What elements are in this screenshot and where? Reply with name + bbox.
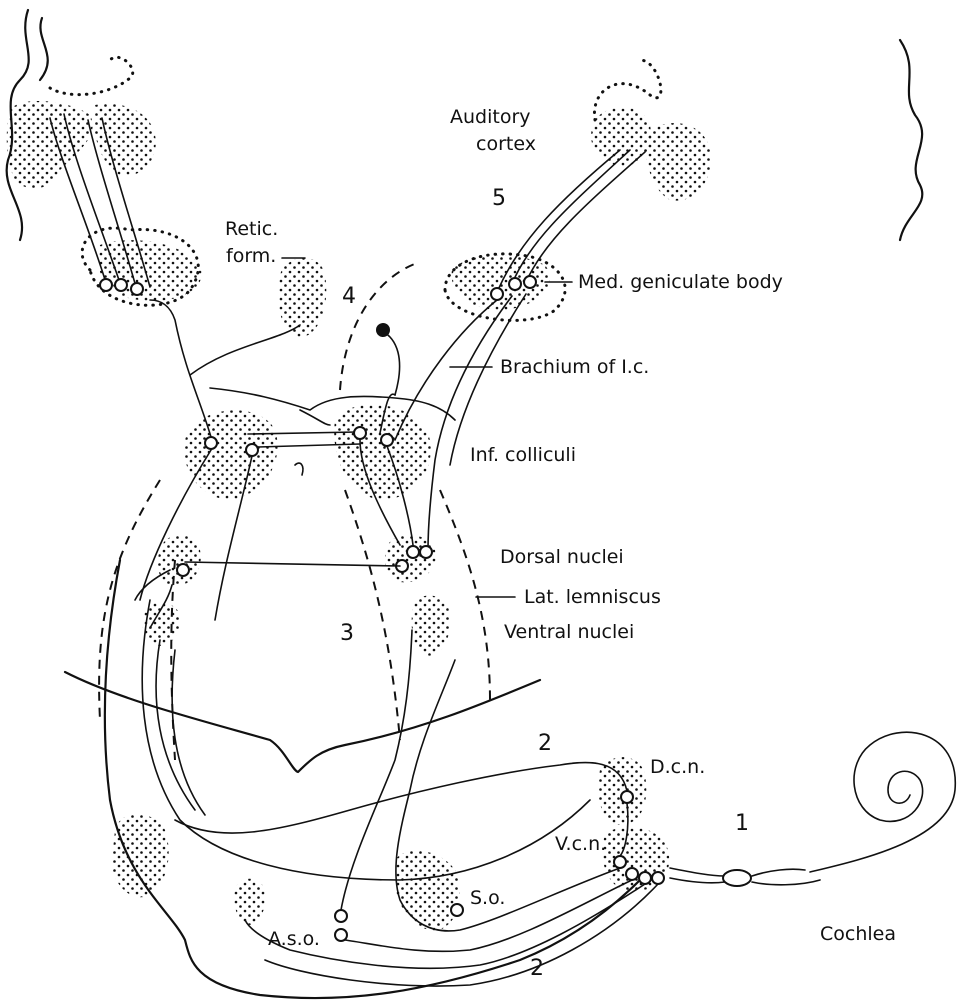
label-inf-colliculi: Inf. colliculi [470,444,576,466]
cochlea-spiral [810,732,955,872]
label-auditory-line1: Auditory [450,106,531,128]
number-4: 4 [342,284,356,309]
label-auditory-line2: cortex [476,133,536,155]
cochlear-nucleus-fibers [175,630,658,986]
label-ventral-nuclei: Ventral nuclei [504,621,634,643]
label-retic-line2: form. [226,245,276,267]
label-retic-line1: Retic. [225,218,278,240]
label-dcn: D.c.n. [650,756,705,778]
label-vcn: V.c.n. [555,833,606,855]
label-dorsal-nuclei: Dorsal nuclei [500,546,624,568]
black-cell-dot [376,323,390,337]
cochlear-nerve [670,868,820,886]
number-3: 3 [340,621,354,646]
inf-colliculi-stipple [184,405,431,500]
labels: Auditory cortex Retic. form. Med. genicu… [225,106,896,981]
number-5: 5 [492,186,506,211]
number-1: 1 [735,811,749,836]
label-cochlea: Cochlea [820,923,896,945]
lemniscus-nuclei-stipple [143,535,451,656]
label-aso: A.s.o. [268,928,320,950]
number-2-lower: 2 [530,956,544,981]
label-lat-lemniscus: Lat. lemniscus [524,586,661,608]
label-med-geniculate: Med. geniculate body [578,271,783,293]
pons-boundary [65,672,540,772]
number-2-upper: 2 [538,731,552,756]
label-brachium: Brachium of I.c. [500,356,649,378]
label-so: S.o. [470,887,505,909]
reticular-formation [190,258,326,375]
dashed-midbrain-outlines [99,262,490,760]
right-thalamocortical-fibers [498,150,645,290]
